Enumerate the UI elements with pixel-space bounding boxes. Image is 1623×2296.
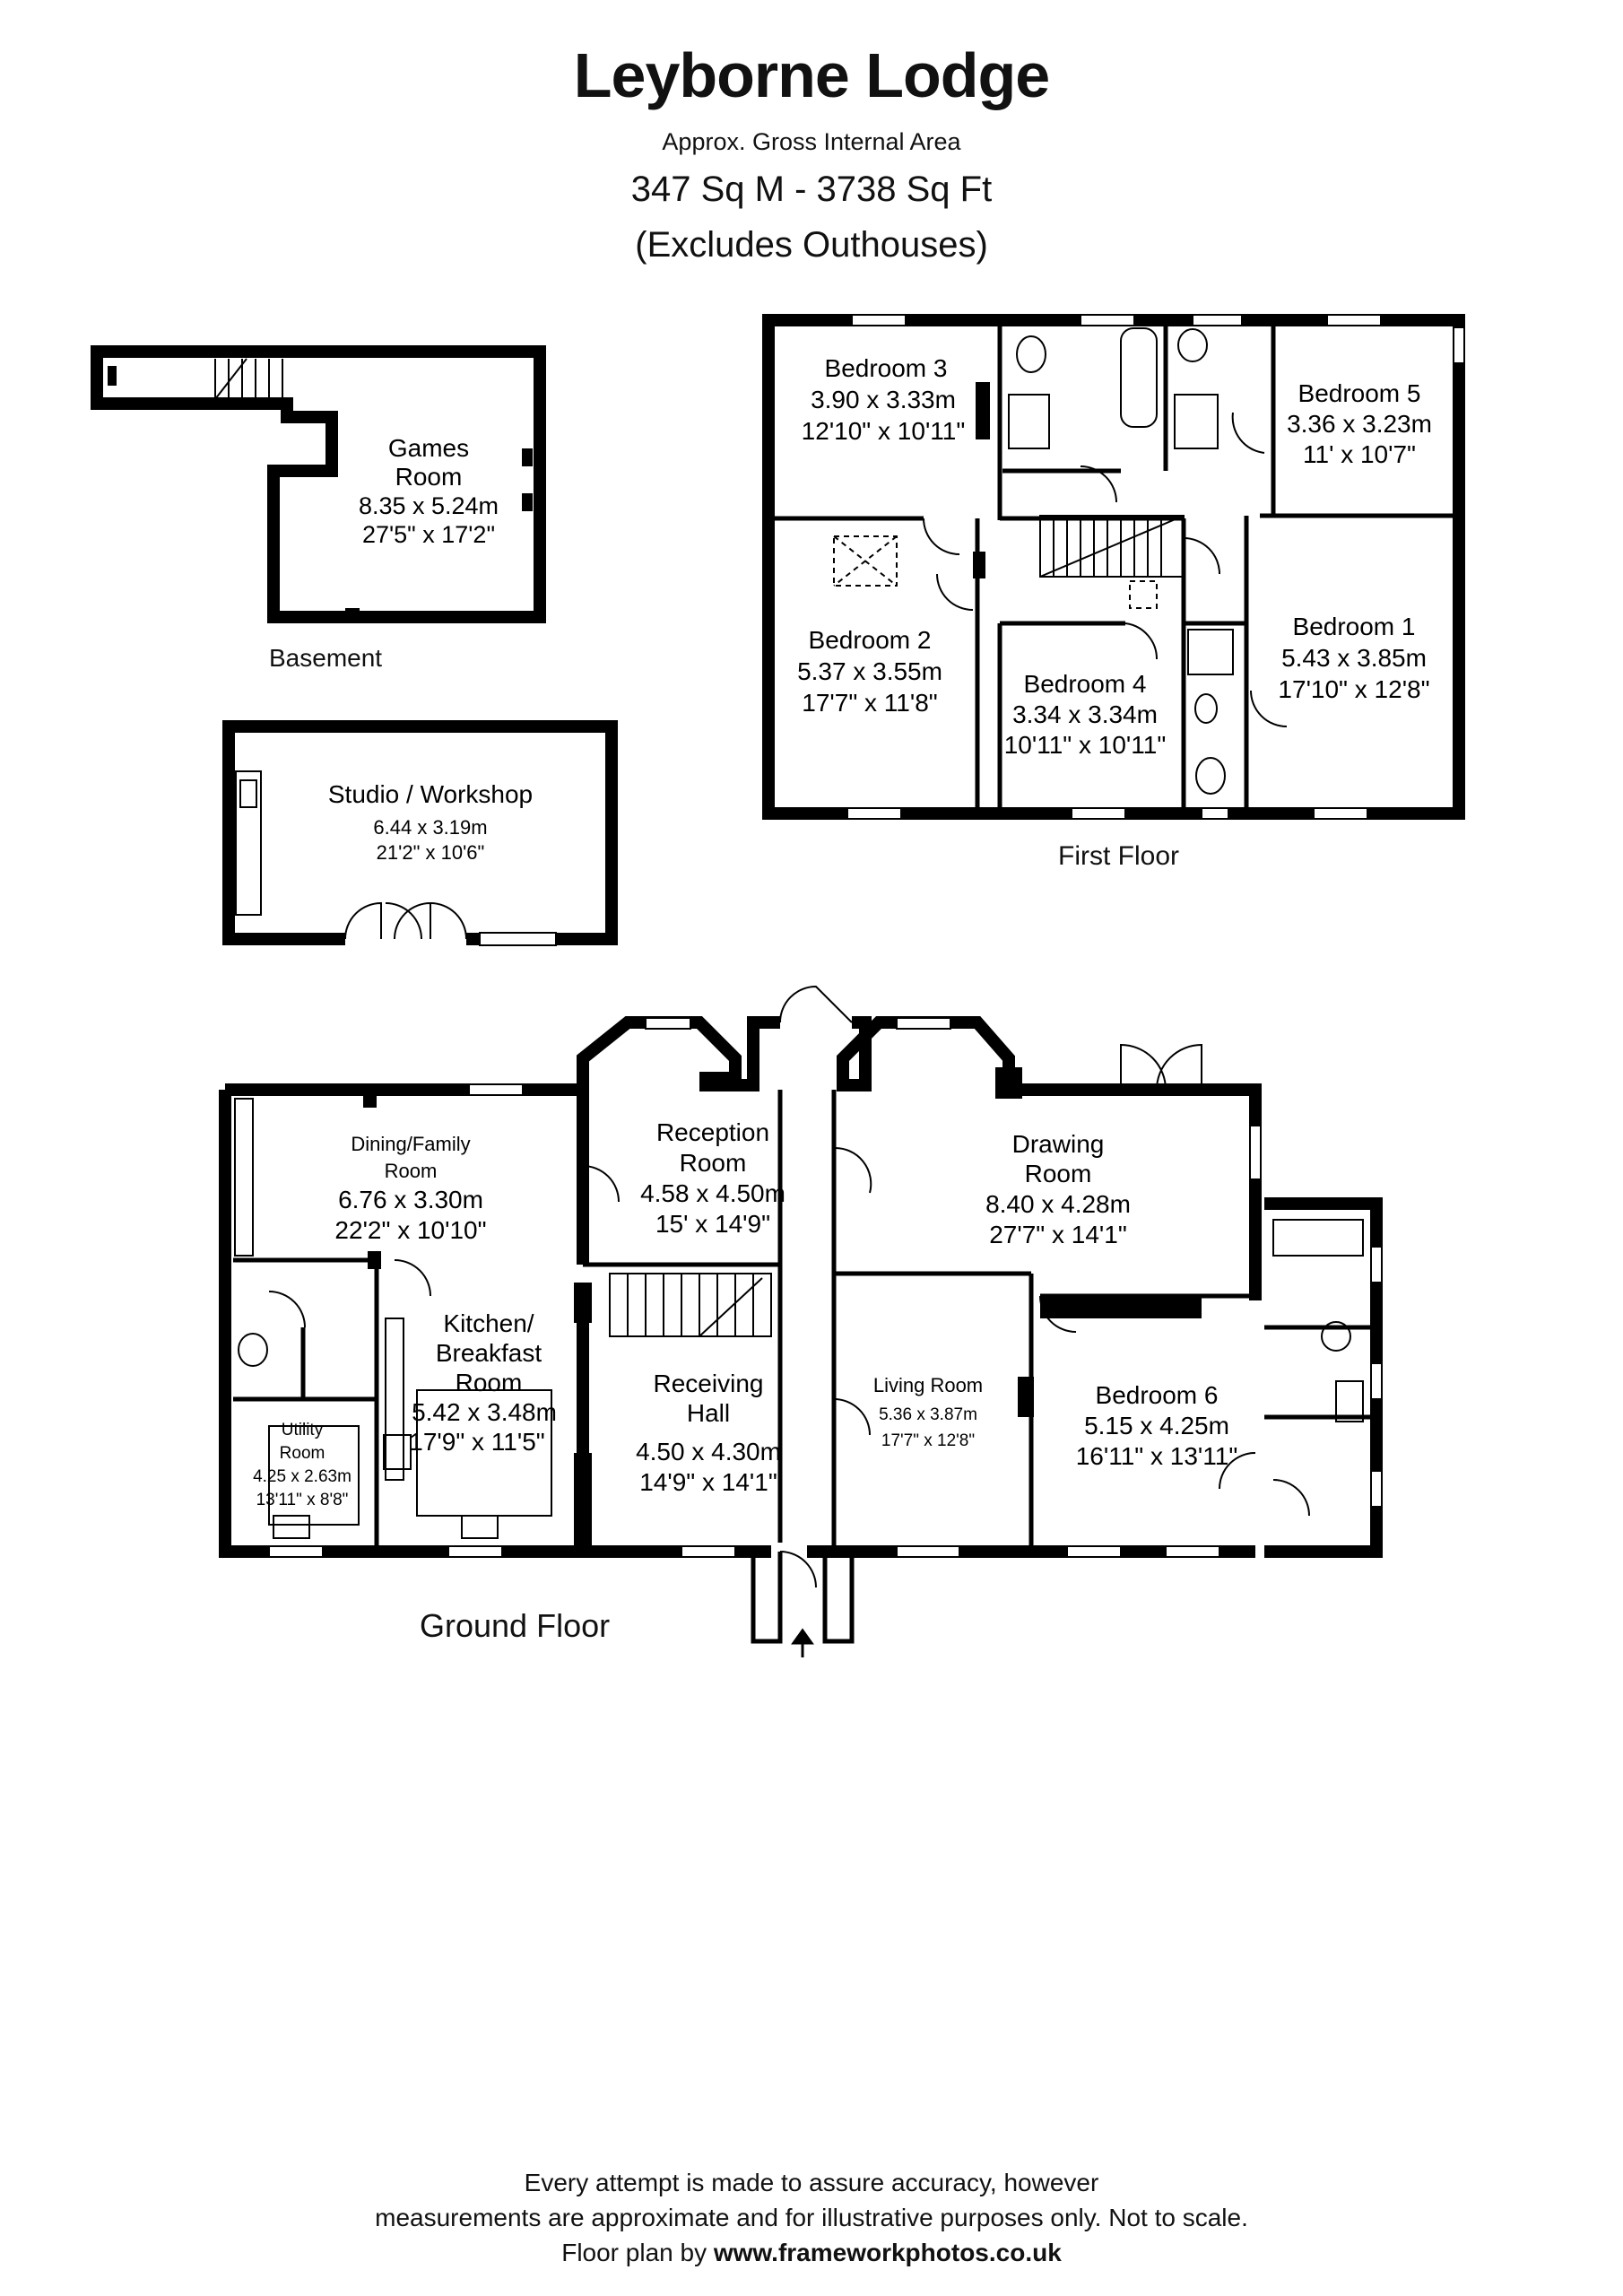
first-floor-plan: Bedroom 3 3.90 x 3.33m 12'10" x 10'11" B… xyxy=(762,314,1465,820)
utility-imperial: 13'11" x 8'8" xyxy=(256,1491,349,1509)
first-floor-label: First Floor xyxy=(1058,841,1179,871)
bedroom1-imperial: 17'10" x 12'8" xyxy=(1278,675,1429,703)
credit-link[interactable]: www.frameworkphotos.co.uk xyxy=(713,2239,1062,2266)
bedroom6-name: Bedroom 6 xyxy=(1096,1381,1219,1409)
area-caption: Approx. Gross Internal Area xyxy=(662,128,961,155)
ground-floor-label: Ground Floor xyxy=(420,1607,611,1644)
bedroom1-metric: 5.43 x 3.85m xyxy=(1281,644,1427,672)
drawing-metric: 8.40 x 4.28m xyxy=(985,1190,1131,1218)
kitchen-imperial: 17'9" x 11'5" xyxy=(409,1428,544,1456)
games-room-metric: 8.35 x 5.24m xyxy=(359,492,499,519)
bedroom5-metric: 3.36 x 3.23m xyxy=(1287,410,1432,438)
ground-floor-plan: Dining/Family Room 6.76 x 3.30m 22'2" x … xyxy=(219,985,1383,1657)
games-room-name-1: Games xyxy=(388,434,469,462)
utility-name-1: Utility xyxy=(282,1421,324,1439)
area-note: (Excludes Outhouses) xyxy=(635,225,988,265)
reception-metric: 4.58 x 4.50m xyxy=(640,1179,785,1207)
disclaimer-line-1: Every attempt is made to assure accuracy… xyxy=(524,2169,1099,2196)
dining-metric: 6.76 x 3.30m xyxy=(338,1186,483,1213)
living-metric: 5.36 x 3.87m xyxy=(879,1405,977,1424)
page-title: Leyborne Lodge xyxy=(573,40,1050,110)
bedroom2-imperial: 17'7" x 11'8" xyxy=(802,689,937,717)
bedroom5-name: Bedroom 5 xyxy=(1298,379,1421,407)
bedroom6-imperial: 16'11" x 13'11" xyxy=(1076,1442,1238,1470)
receiving-imperial: 14'9" x 14'1" xyxy=(639,1468,777,1496)
reception-imperial: 15' x 14'9" xyxy=(655,1210,770,1238)
reception-name-1: Reception xyxy=(656,1118,769,1146)
drawing-name-1: Drawing xyxy=(1012,1130,1105,1158)
dining-name-1: Dining/Family xyxy=(351,1133,470,1155)
bedroom4-name: Bedroom 4 xyxy=(1024,670,1147,698)
reception-name-2: Room xyxy=(680,1149,747,1177)
kitchen-name-1: Kitchen/ xyxy=(443,1309,534,1337)
kitchen-name-2: Breakfast xyxy=(436,1339,542,1367)
studio-name: Studio / Workshop xyxy=(328,780,533,808)
dining-imperial: 22'2" x 10'10" xyxy=(334,1216,486,1244)
credit-line: Floor plan by www.frameworkphotos.co.uk xyxy=(561,2239,1062,2267)
bedroom1-name: Bedroom 1 xyxy=(1293,613,1416,640)
bedroom3-name: Bedroom 3 xyxy=(825,354,948,382)
utility-metric: 4.25 x 2.63m xyxy=(253,1467,352,1486)
studio-plan: Studio / Workshop 6.44 x 3.19m 21'2" x 1… xyxy=(222,720,618,946)
entrance-arrow-icon xyxy=(791,1628,814,1657)
receiving-name-1: Receiving xyxy=(654,1370,764,1397)
games-room-imperial: 27'5" x 17'2" xyxy=(362,521,495,548)
bedroom2-metric: 5.37 x 3.55m xyxy=(797,657,942,685)
basement-plan: Games Room 8.35 x 5.24m 27'5" x 17'2" xyxy=(91,345,546,623)
drawing-imperial: 27'7" x 14'1" xyxy=(989,1221,1127,1248)
studio-imperial: 21'2" x 10'6" xyxy=(377,841,485,864)
kitchen-name-3: Room xyxy=(456,1369,523,1396)
receiving-metric: 4.50 x 4.30m xyxy=(636,1438,781,1465)
bedroom5-imperial: 11' x 10'7" xyxy=(1303,440,1416,468)
bedroom4-metric: 3.34 x 3.34m xyxy=(1012,700,1158,728)
bedroom3-imperial: 12'10" x 10'11" xyxy=(802,417,966,445)
bedroom3-metric: 3.90 x 3.33m xyxy=(811,386,956,413)
bedroom4-imperial: 10'11" x 10'11" xyxy=(1004,731,1167,759)
utility-name-2: Room xyxy=(280,1444,325,1463)
games-room-name-2: Room xyxy=(395,463,463,491)
studio-metric: 6.44 x 3.19m xyxy=(373,816,487,839)
total-area: 347 Sq M - 3738 Sq Ft xyxy=(630,170,993,209)
living-imperial: 17'7" x 12'8" xyxy=(881,1431,975,1450)
living-name: Living Room xyxy=(873,1374,983,1396)
basement-label: Basement xyxy=(269,644,383,672)
drawing-name-2: Room xyxy=(1025,1160,1092,1187)
kitchen-metric: 5.42 x 3.48m xyxy=(412,1398,557,1426)
disclaimer-line-2: measurements are approximate and for ill… xyxy=(375,2204,1248,2231)
bedroom6-metric: 5.15 x 4.25m xyxy=(1084,1412,1229,1439)
credit-prefix: Floor plan by xyxy=(561,2239,707,2266)
receiving-name-2: Hall xyxy=(687,1399,730,1427)
dining-name-2: Room xyxy=(385,1160,438,1182)
bedroom2-name: Bedroom 2 xyxy=(809,626,932,654)
